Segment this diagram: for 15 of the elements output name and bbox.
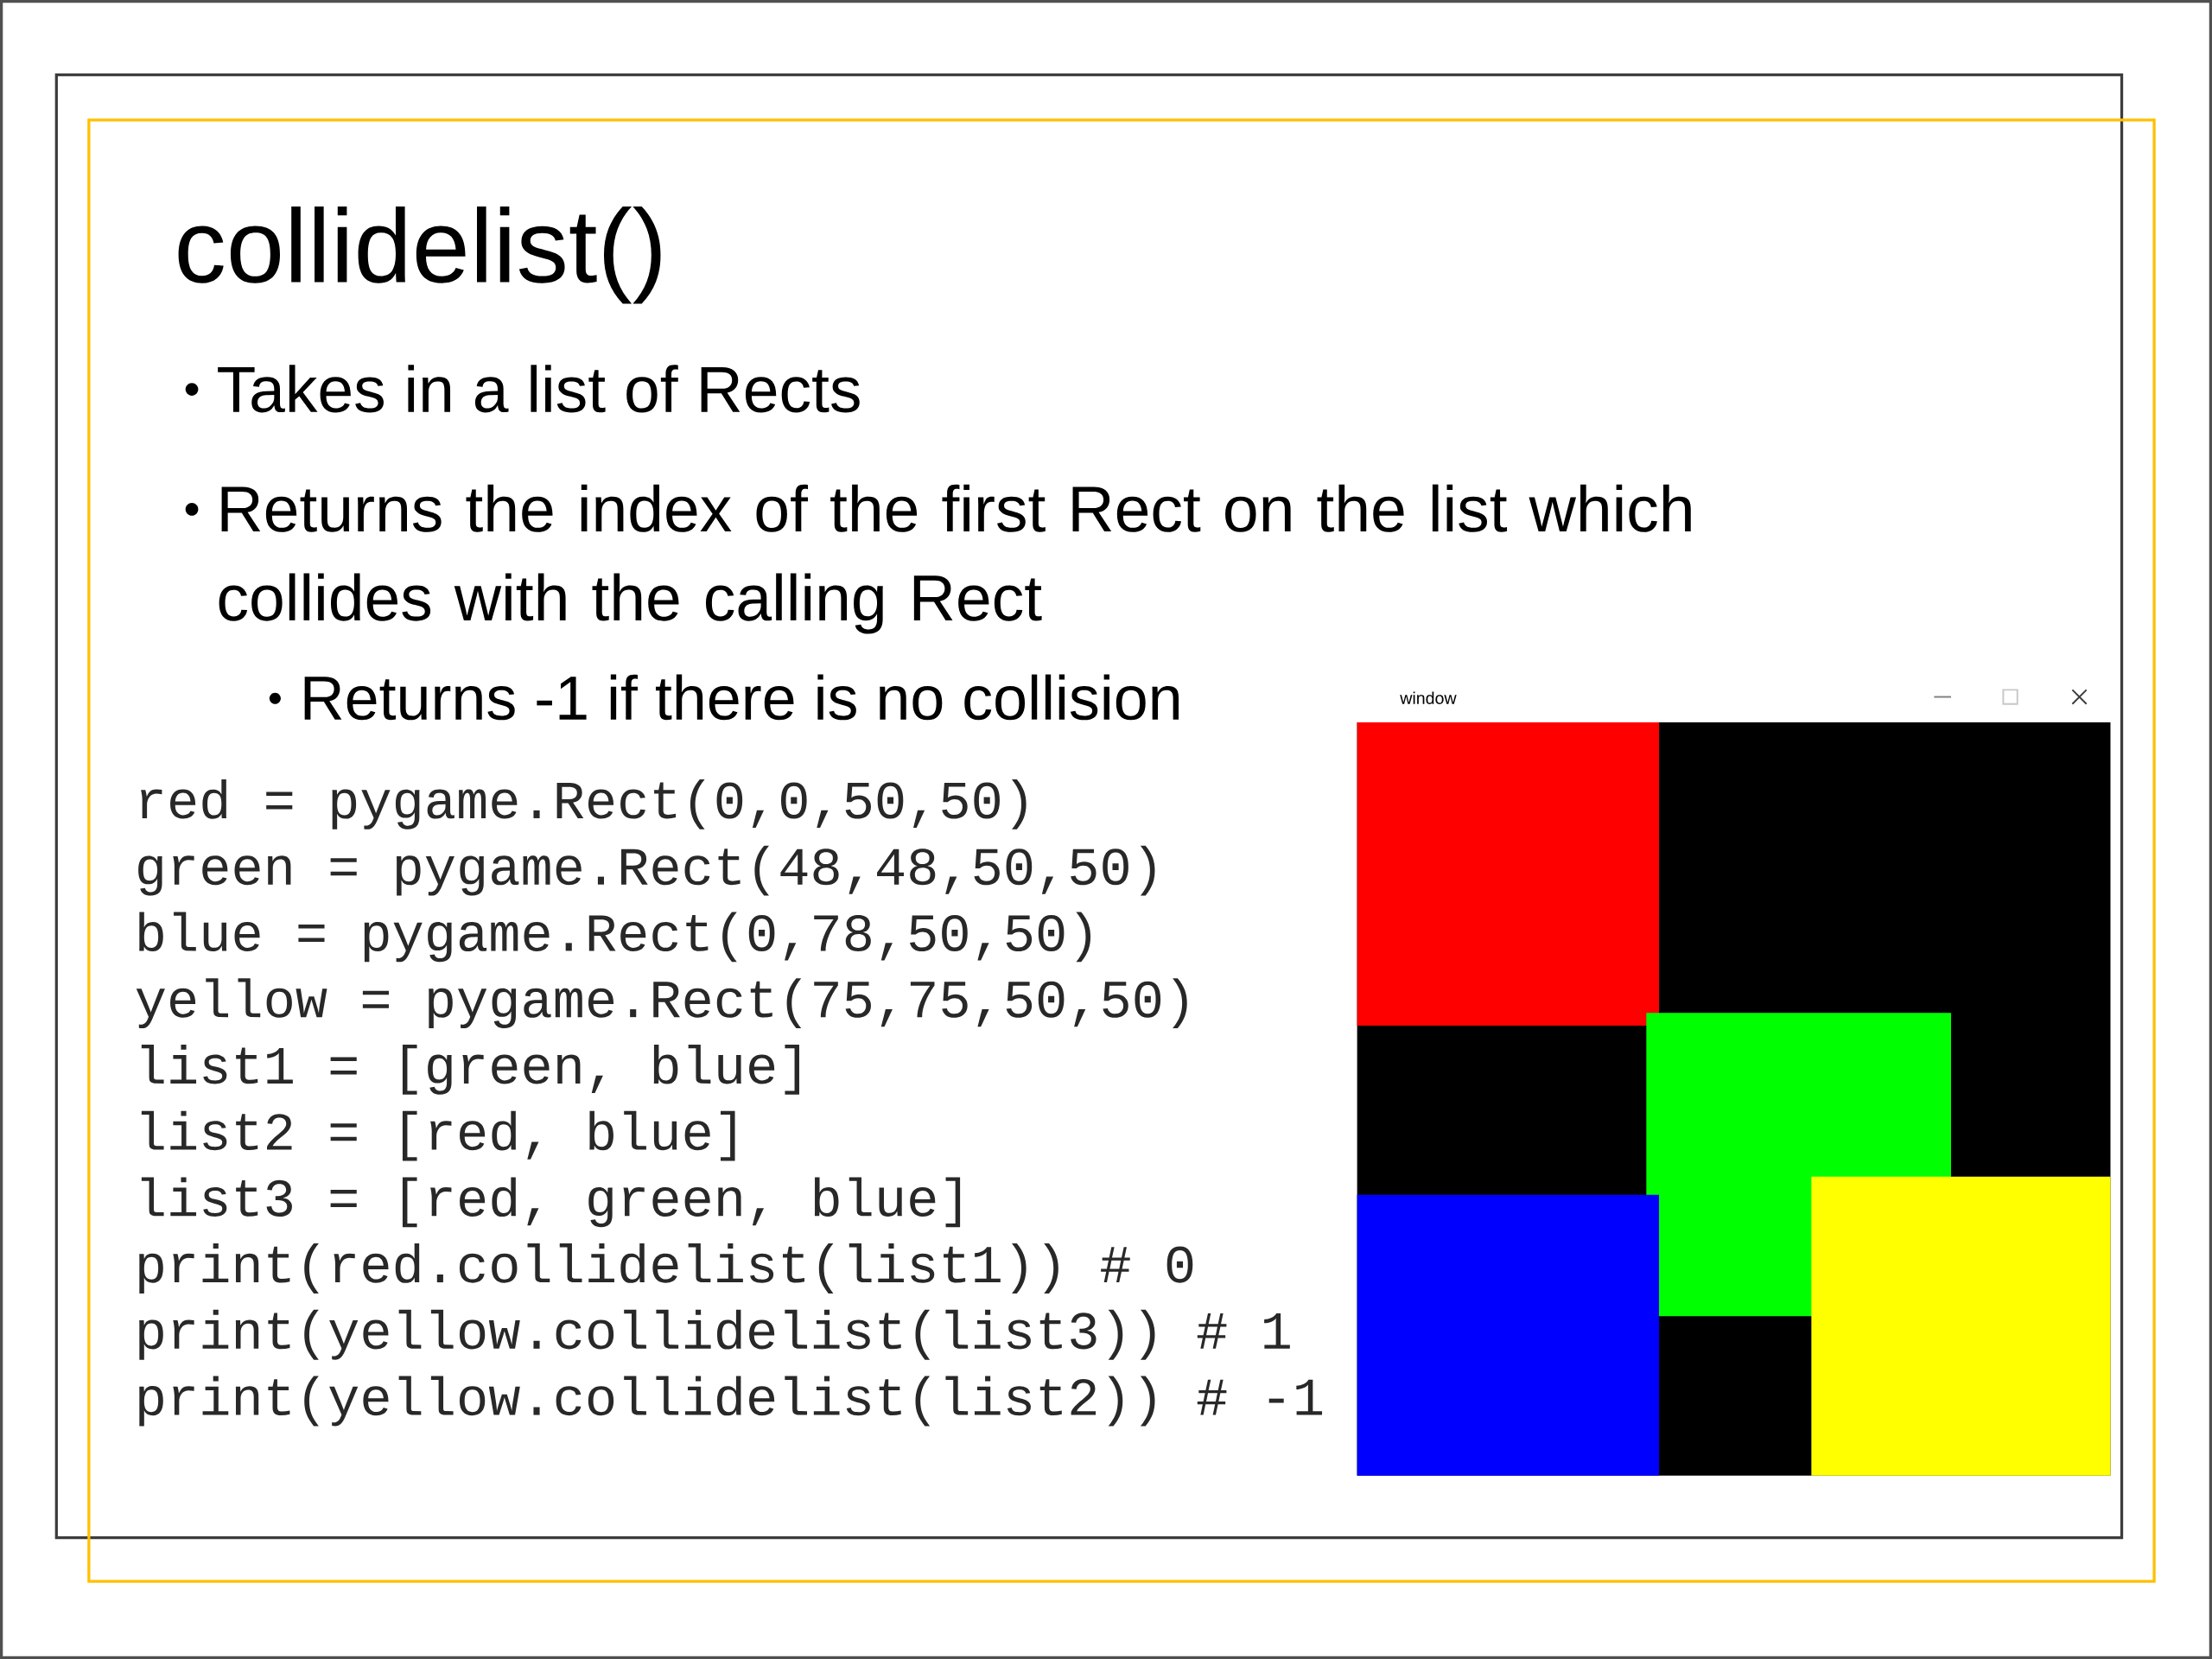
code-line: yellow = pygame.Rect(75,75,50,50) xyxy=(136,978,1187,1028)
bullet-text: Returns -1 if there is no collision xyxy=(269,674,1179,721)
code-line: list3 = [red, green, blue] xyxy=(141,1177,961,1228)
code-line: print(yellow.collidelist(list3)) # 1 xyxy=(139,1309,1290,1360)
window-title: window xyxy=(1400,691,1457,704)
bullet-text: Returns the index of the first Rect on the list which collides with the calling Rect xyxy=(185,484,1691,634)
code-line: print(red.collidelist(list1)) # 0 xyxy=(139,1243,1193,1294)
bullet-text: Takes in a list of Rects xyxy=(185,365,860,413)
code-line: red = pygame.Rect(0,0,50,50) xyxy=(141,779,1027,830)
code-line: green = pygame.Rect(48,48,50,50) xyxy=(138,845,1155,896)
code-line: list2 = [red, blue] xyxy=(141,1110,735,1161)
code-line: print(yellow.collidelist(list2)) # -1 xyxy=(139,1376,1323,1427)
slide-title: collidelist() xyxy=(178,207,661,304)
code-line: list1 = [green, blue] xyxy=(141,1044,799,1095)
code-line: blue = pygame.Rect(0,78,50,50) xyxy=(139,912,1091,963)
